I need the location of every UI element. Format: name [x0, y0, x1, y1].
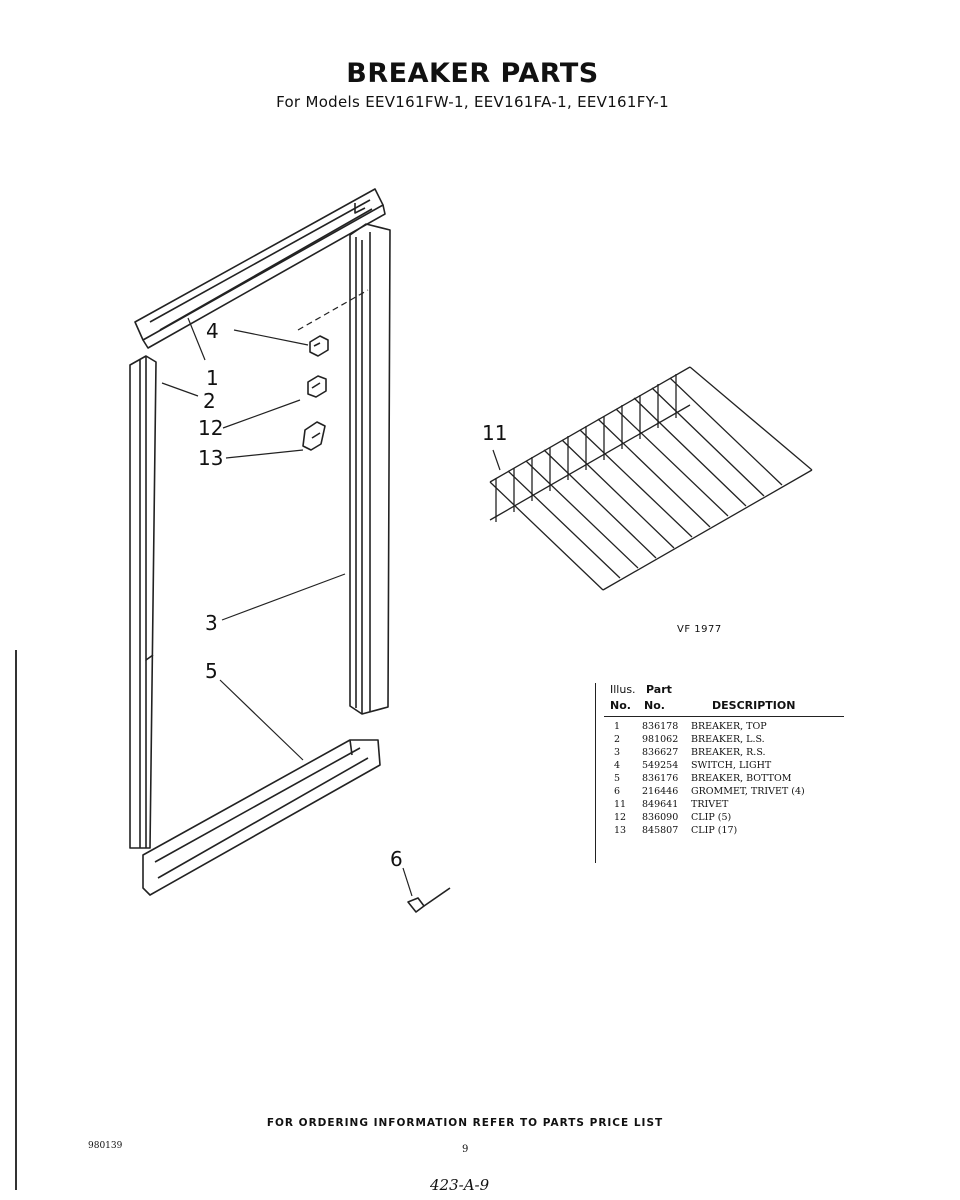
illus-no: 12	[614, 812, 627, 823]
models-subtitle: For Models EEV161FW-1, EEV161FA-1, EEV16…	[276, 93, 669, 111]
margin-line	[15, 650, 17, 1190]
header-part-no: No.	[644, 699, 665, 712]
description: CLIP (17)	[691, 825, 738, 836]
header-part: Part	[646, 683, 672, 696]
part-no: 845807	[642, 825, 679, 836]
part-no: 836090	[642, 812, 679, 823]
table-row: 5 836176 BREAKER, BOTTOM	[596, 773, 856, 786]
part-no: 981062	[642, 734, 679, 745]
table-row: 13 845807 CLIP (17)	[596, 825, 856, 838]
illus-no: 6	[614, 786, 621, 797]
callout-4: 4	[206, 319, 219, 343]
callout-5: 5	[205, 659, 218, 683]
callout-13: 13	[198, 446, 223, 470]
part-no: 216446	[642, 786, 679, 797]
leader-lines	[161, 289, 501, 897]
breaker-left-drawing	[129, 355, 157, 849]
description: BREAKER, L.S.	[691, 734, 765, 745]
illus-no: 1	[614, 721, 621, 732]
illus-no: 2	[614, 734, 621, 745]
table-row: 11 849641 TRIVET	[596, 799, 856, 812]
callout-11: 11	[482, 421, 507, 445]
document-number: 980139	[88, 1141, 123, 1151]
illus-no: 11	[614, 799, 627, 810]
callout-6: 6	[390, 847, 403, 871]
clip-5-drawing	[307, 375, 327, 398]
grommet-drawing	[407, 887, 451, 913]
illus-no: 13	[614, 825, 627, 836]
table-row: 1 836178 BREAKER, TOP	[596, 721, 856, 734]
table-row: 2 981062 BREAKER, L.S.	[596, 734, 856, 747]
description: BREAKER, R.S.	[691, 747, 766, 758]
header-rule	[604, 716, 844, 717]
header-illus: Illus.	[610, 683, 636, 696]
description: BREAKER, BOTTOM	[691, 773, 792, 784]
illus-no: 5	[614, 773, 621, 784]
callout-3: 3	[205, 611, 218, 635]
callout-labels: 4 1 2 12 13 3 5 6 11	[198, 319, 507, 871]
description: BREAKER, TOP	[691, 721, 767, 732]
table-row: 4 549254 SWITCH, LIGHT	[596, 760, 856, 773]
part-no: 836178	[642, 721, 679, 732]
description: TRIVET	[691, 799, 729, 810]
illus-no: 4	[614, 760, 621, 771]
part-no: 836176	[642, 773, 679, 784]
description: GROMMET, TRIVET (4)	[691, 786, 805, 797]
callout-12: 12	[198, 416, 223, 440]
part-no: 836627	[642, 747, 679, 758]
table-row: 3 836627 BREAKER, R.S.	[596, 747, 856, 760]
header-description: DESCRIPTION	[712, 699, 796, 712]
page-number: 9	[462, 1144, 469, 1155]
breaker-top-drawing	[134, 188, 386, 349]
clip-17-drawing	[302, 421, 326, 451]
ordering-note: FOR ORDERING INFORMATION REFER TO PARTS …	[266, 1117, 664, 1129]
table-left-rule	[595, 683, 596, 863]
table-row: 6 216446 GROMMET, TRIVET (4)	[596, 786, 856, 799]
callout-1: 1	[206, 366, 219, 390]
table-row: 12 836090 CLIP (5)	[596, 812, 856, 825]
page-title: BREAKER PARTS	[346, 58, 599, 89]
description: SWITCH, LIGHT	[691, 760, 772, 771]
handwritten-note: 423-A-9	[430, 1176, 490, 1194]
switch-light-drawing	[309, 335, 329, 357]
callout-2: 2	[203, 389, 216, 413]
illus-no: 3	[614, 747, 621, 758]
breaker-bottom-drawing	[142, 739, 381, 896]
figure-code: VF 1977	[677, 624, 722, 635]
part-no: 549254	[642, 760, 679, 771]
header-illus-no: No.	[610, 699, 631, 712]
description: CLIP (5)	[691, 812, 732, 823]
part-no: 849641	[642, 799, 679, 810]
trivet-drawing	[489, 366, 813, 591]
breaker-right-drawing	[349, 223, 391, 715]
